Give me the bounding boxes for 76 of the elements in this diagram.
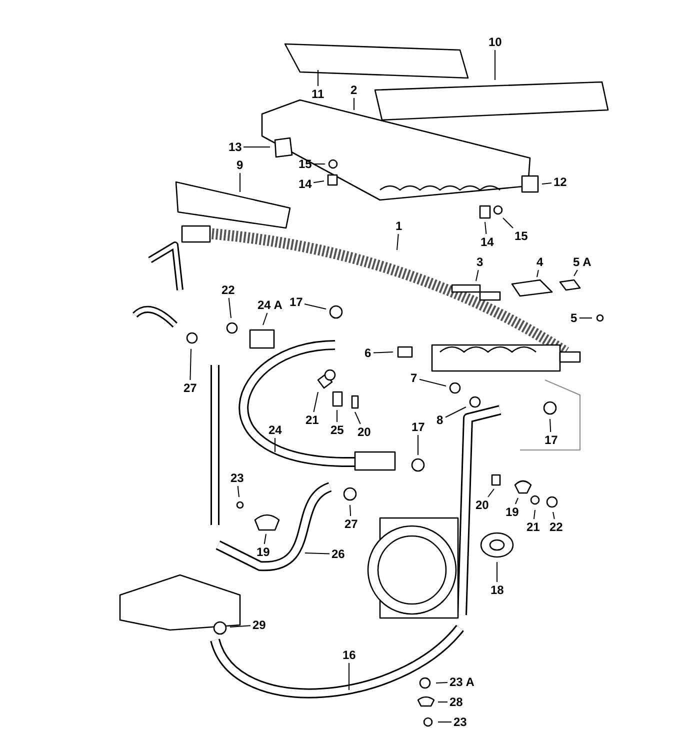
callout-number: 12 (554, 175, 567, 189)
callout-number: 29 (252, 618, 266, 632)
leader-line (262, 312, 268, 326)
leader-line (336, 410, 338, 422)
callout-number: 22 (222, 283, 235, 297)
leader-line (550, 418, 552, 432)
callout-number: 19 (256, 545, 270, 559)
leader-line (350, 504, 352, 516)
leader-line (373, 352, 394, 354)
leader-line (264, 534, 266, 544)
leader-line (542, 182, 552, 184)
callout-number: 20 (358, 425, 371, 439)
leader-line (243, 146, 270, 148)
leader-line (536, 270, 539, 278)
callout-number: 17 (544, 433, 558, 447)
leader-line (574, 270, 578, 276)
leader-line (533, 510, 536, 520)
callout-number: 5 A (573, 255, 592, 269)
callout-number: 20 (476, 498, 489, 512)
callout-number: 24 A (258, 298, 282, 312)
callout-number: 7 (410, 371, 418, 385)
leader-line (228, 298, 232, 318)
callout-number: 28 (450, 695, 463, 709)
callout-number: 1 (396, 219, 402, 233)
leader-line (304, 303, 326, 310)
leader-line (436, 682, 448, 684)
callout-number: 27 (184, 381, 197, 395)
leader-line (313, 180, 324, 184)
callout-number: 6 (364, 346, 372, 360)
leader-line (237, 486, 240, 498)
callout-number: 14 (480, 235, 494, 249)
callout-number: 15 (298, 157, 312, 171)
callout-number: 16 (342, 648, 356, 662)
callout-number: 27 (344, 517, 358, 531)
callout-number: 26 (332, 547, 345, 561)
leader-line (304, 552, 330, 554)
callout-number: 13 (228, 140, 242, 154)
leader-line (445, 406, 466, 418)
leader-line (396, 234, 399, 250)
callout-number: 17 (412, 420, 425, 434)
callout-number: 5 (570, 311, 578, 325)
callout-number: 3 (476, 255, 484, 269)
callout-number: 10 (488, 35, 502, 49)
leader-line (502, 218, 514, 228)
callout-number: 21 (526, 520, 540, 534)
leader-line (496, 562, 498, 582)
callout-number: 23 (230, 471, 244, 485)
callout-number: 15 (514, 229, 528, 243)
callout-number: 25 (330, 423, 344, 437)
leader-line (313, 392, 318, 412)
leader-line (552, 512, 555, 520)
leader-line (274, 438, 276, 452)
callout-number: 11 (312, 87, 324, 101)
leader-line (476, 270, 479, 282)
callout-number: 21 (306, 413, 319, 427)
callout-number: 23 (454, 715, 467, 729)
callout-number: 24 (268, 423, 282, 437)
callout-number: 8 (436, 413, 444, 427)
leader-line (348, 662, 350, 690)
leader-line (190, 348, 192, 380)
leader-line (514, 498, 518, 504)
callout-number: 4 (536, 255, 544, 269)
callout-number: 17 (290, 295, 303, 309)
callout-number: 23 A (450, 675, 474, 689)
callout-number: 2 (350, 83, 358, 97)
callout-number: 22 (550, 520, 563, 534)
leader-line (488, 488, 494, 498)
callout-number: 19 (506, 505, 519, 519)
leader-line (494, 50, 496, 80)
leader-line (354, 412, 361, 424)
leader-line (419, 378, 446, 386)
leader-line (484, 222, 487, 234)
leader-line (230, 625, 251, 628)
callout-number: 9 (236, 158, 244, 172)
callout-number: 14 (298, 177, 312, 191)
callout-number: 18 (490, 583, 504, 597)
